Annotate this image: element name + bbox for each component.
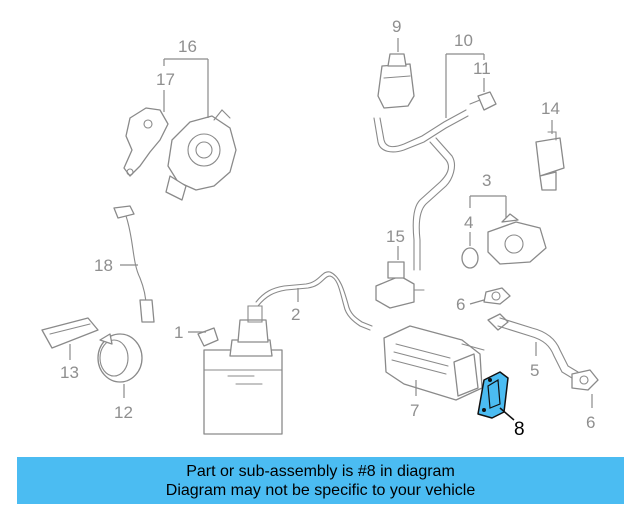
leader-8 (499, 407, 515, 421)
callout-6a[interactable]: 6 (456, 295, 465, 314)
callout-16[interactable]: 16 (178, 37, 197, 56)
part-5-egr-pipe[interactable] (487, 313, 579, 379)
part-13-heat-shield[interactable] (41, 317, 99, 349)
part-4-o-ring[interactable] (461, 247, 479, 269)
part-14-solenoid[interactable] (535, 131, 565, 191)
leader-16 (163, 58, 209, 118)
leader-3 (469, 195, 507, 222)
leader-10 (445, 53, 485, 118)
callout-11[interactable]: 11 (473, 59, 491, 78)
part-2-vapor-line[interactable] (255, 271, 373, 331)
part-12-filter[interactable] (97, 333, 143, 383)
banner-line-1: Part or sub-assembly is #8 in diagram (186, 462, 455, 480)
leader-6a (469, 299, 485, 305)
part-17-bracket[interactable] (123, 107, 169, 177)
callout-12[interactable]: 12 (114, 403, 133, 422)
part-9-vacuum-valve[interactable] (377, 53, 415, 109)
callout-7[interactable]: 7 (410, 401, 419, 420)
callout-4[interactable]: 4 (464, 213, 473, 232)
parts-diagram: 16 17 18 13 12 1 2 (41, 17, 599, 440)
notice-banner: Part or sub-assembly is #8 in diagram Di… (17, 457, 624, 504)
part-10-hose-assembly[interactable] (373, 109, 469, 271)
banner-line-2: Diagram may not be specific to your vehi… (165, 481, 476, 499)
callout-8[interactable]: 8 (514, 419, 525, 440)
callout-9[interactable]: 9 (392, 17, 401, 36)
callout-6b[interactable]: 6 (586, 413, 595, 432)
part-6-gasket-lower[interactable] (571, 369, 599, 391)
callout-13[interactable]: 13 (60, 363, 79, 382)
part-18-oxygen-sensor[interactable] (113, 205, 155, 323)
callout-10[interactable]: 10 (454, 31, 473, 50)
callout-1[interactable]: 1 (174, 323, 183, 342)
callout-5[interactable]: 5 (530, 361, 539, 380)
part-3-egr-valve[interactable] (487, 213, 547, 265)
part-6-gasket-upper[interactable] (483, 287, 511, 305)
part-16-throttle-body[interactable] (165, 109, 237, 201)
callout-3[interactable]: 3 (482, 171, 491, 190)
part-15-purge-valve[interactable] (375, 261, 425, 309)
callout-2[interactable]: 2 (291, 305, 300, 324)
callout-14[interactable]: 14 (541, 99, 560, 118)
callout-15[interactable]: 15 (386, 227, 405, 246)
callout-18[interactable]: 18 (94, 256, 113, 275)
callout-17[interactable]: 17 (156, 70, 175, 89)
part-1-canister[interactable] (197, 305, 283, 435)
part-11-check-valve[interactable] (469, 91, 497, 111)
part-7-egr-cooler[interactable] (383, 325, 485, 401)
